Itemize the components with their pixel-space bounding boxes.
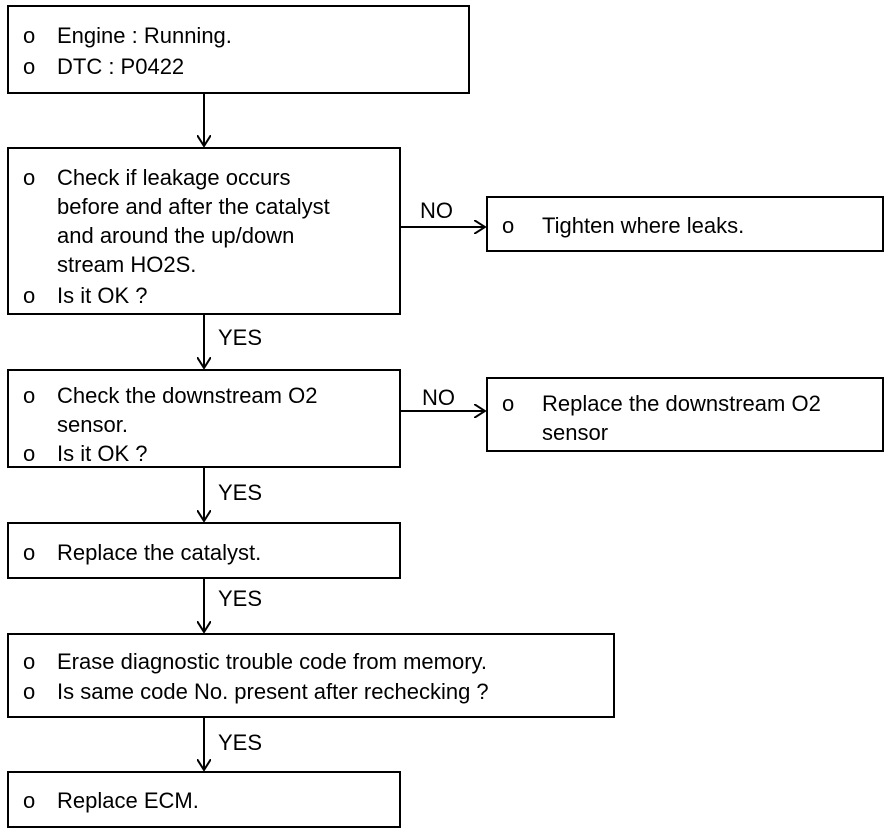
- bullet: o: [23, 383, 36, 408]
- step-engine-dtc-box: o Engine : Running. o DTC : P0422: [7, 5, 470, 94]
- box2-line-3: and around the up/down: [57, 223, 295, 248]
- bullet: o: [23, 23, 36, 48]
- box6-line-1: Replace ECM.: [57, 788, 199, 813]
- step-check-o2-sensor-box: o Check the downstream O2 sensor. o Is i…: [7, 369, 401, 468]
- label-no-leakage: NO: [420, 198, 453, 223]
- label-no-o2: NO: [422, 385, 455, 410]
- label-yes-2: YES: [218, 480, 263, 505]
- label-yes-3: YES: [218, 586, 263, 611]
- box3-line-1: Check the downstream O2: [57, 383, 318, 408]
- bullet: o: [23, 679, 36, 704]
- bullet: o: [23, 283, 36, 308]
- bullet: o: [502, 213, 515, 238]
- bullet: o: [23, 54, 36, 79]
- step-replace-catalyst-box: o Replace the catalyst.: [7, 522, 401, 579]
- bullet: o: [23, 788, 36, 813]
- box1-line-1: Engine : Running.: [57, 23, 232, 48]
- box3-no-line-2: sensor: [542, 420, 609, 445]
- bullet: o: [23, 441, 36, 466]
- box3-line-2: sensor.: [57, 412, 128, 437]
- box2-line-2: before and after the catalyst: [57, 194, 330, 219]
- step-replace-ecm-box: o Replace ECM.: [7, 771, 401, 828]
- box2-line-4: stream HO2S.: [57, 252, 197, 277]
- box2-line-1: Check if leakage occurs: [57, 165, 291, 190]
- step-tighten-leaks-box: o Tighten where leaks.: [486, 196, 884, 252]
- label-yes-1: YES: [218, 325, 263, 350]
- box2-line-5: Is it OK ?: [57, 283, 148, 308]
- box4-line-1: Replace the catalyst.: [57, 540, 262, 565]
- bullet: o: [23, 540, 36, 565]
- box2-no-line-1: Tighten where leaks.: [542, 213, 745, 238]
- bullet: o: [23, 165, 36, 190]
- step-replace-o2-sensor-box: o Replace the downstream O2 sensor: [486, 377, 884, 452]
- bullet: o: [23, 649, 36, 674]
- bullet: o: [502, 391, 515, 416]
- box3-line-3: Is it OK ?: [57, 441, 148, 466]
- label-yes-4: YES: [218, 730, 263, 755]
- step-check-leakage-box: o Check if leakage occurs before and aft…: [7, 147, 401, 315]
- step-erase-dtc-box: o Erase diagnostic trouble code from mem…: [7, 633, 615, 718]
- box5-line-1: Erase diagnostic trouble code from memor…: [57, 649, 487, 674]
- box1-line-2: DTC : P0422: [57, 54, 185, 79]
- box5-line-2: Is same code No. present after recheckin…: [57, 679, 489, 704]
- box3-no-line-1: Replace the downstream O2: [542, 391, 821, 416]
